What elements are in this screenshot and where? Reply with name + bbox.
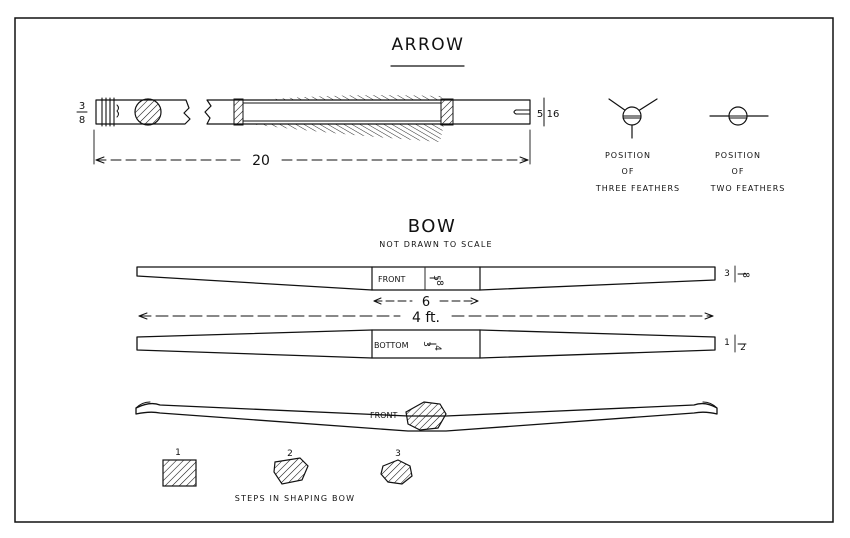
bow-front-label: FRONT (378, 275, 405, 284)
svg-text:OF: OF (622, 167, 635, 176)
nock-cross-section (134, 98, 162, 126)
drawing-border (14, 17, 834, 523)
svg-text:2: 2 (287, 449, 293, 459)
bow-bottom-view (136, 329, 716, 359)
arrow-length-dimension: 20 (93, 129, 531, 169)
bow-grip-dimension: 6 (373, 295, 479, 310)
svg-text:3: 3 (421, 341, 431, 347)
step-3-section (380, 459, 413, 485)
bow-side-view (135, 402, 718, 432)
svg-text:THREE FEATHERS: THREE FEATHERS (595, 184, 680, 193)
arrow-tip-dimension: 5 16 (537, 97, 560, 127)
arrow-section: ARROW 3 8 5 (76, 35, 560, 169)
arrow-length-label: 20 (252, 153, 270, 169)
bow-grip-cross-section (405, 401, 447, 431)
svg-text:2: 2 (740, 343, 746, 353)
bow-section: BOW NOT DRAWN TO SCALE FRONT 5 8 3 8 6 (135, 216, 750, 432)
bow-front-dimension: 5 8 (424, 267, 444, 290)
svg-text:8: 8 (434, 280, 444, 286)
svg-text:POSITION: POSITION (715, 151, 761, 160)
bow-bottom-tip-dimension: 1 2 (724, 334, 747, 353)
svg-text:6: 6 (422, 295, 430, 310)
bow-front-view (136, 266, 716, 291)
shaping-steps: 1 2 3 STEPS IN SHAPING BOW (162, 448, 413, 503)
two-feathers-diagram: POSITION OF TWO FEATHERS (709, 106, 786, 193)
svg-text:8: 8 (740, 272, 750, 278)
svg-text:POSITION: POSITION (605, 151, 651, 160)
bow-bottom-dimension: 3 4 (421, 341, 442, 351)
svg-text:1: 1 (724, 338, 730, 348)
svg-text:4: 4 (432, 345, 442, 351)
fletch-wrap-rear (440, 98, 454, 126)
bow-subtitle: NOT DRAWN TO SCALE (379, 240, 493, 249)
svg-text:3: 3 (395, 449, 401, 459)
three-feathers-diagram: POSITION OF THREE FEATHERS (595, 98, 680, 193)
svg-text:16: 16 (547, 109, 560, 120)
arrow-title: ARROW (392, 35, 465, 55)
steps-caption: STEPS IN SHAPING BOW (235, 494, 355, 503)
feather-fletching (262, 95, 444, 100)
arrow-shaft-fletched (204, 99, 531, 125)
arrow-nock-dimension: 3 8 (76, 101, 88, 126)
step-2-section (273, 457, 309, 485)
bow-title: BOW (408, 216, 457, 237)
svg-text:1: 1 (175, 448, 181, 458)
nock-binding (101, 97, 119, 127)
bow-side-front-label: FRONT (370, 411, 397, 420)
step-1-section (162, 459, 197, 487)
svg-text:3: 3 (79, 101, 85, 112)
arrow-nock-slot (513, 109, 531, 115)
svg-text:5: 5 (537, 109, 543, 120)
svg-text:TWO FEATHERS: TWO FEATHERS (710, 184, 786, 193)
fletch-wrap-front (233, 98, 244, 126)
bow-tip-dimension: 3 8 (724, 265, 750, 283)
svg-text:OF: OF (732, 167, 745, 176)
arrow-shaft-nock-end (95, 99, 191, 125)
bow-bottom-label: BOTTOM (374, 341, 409, 350)
svg-text:3: 3 (724, 269, 730, 279)
bow-length-dimension: 4 ft. (138, 310, 714, 326)
svg-text:4 ft.: 4 ft. (412, 310, 440, 326)
svg-text:8: 8 (79, 115, 85, 126)
